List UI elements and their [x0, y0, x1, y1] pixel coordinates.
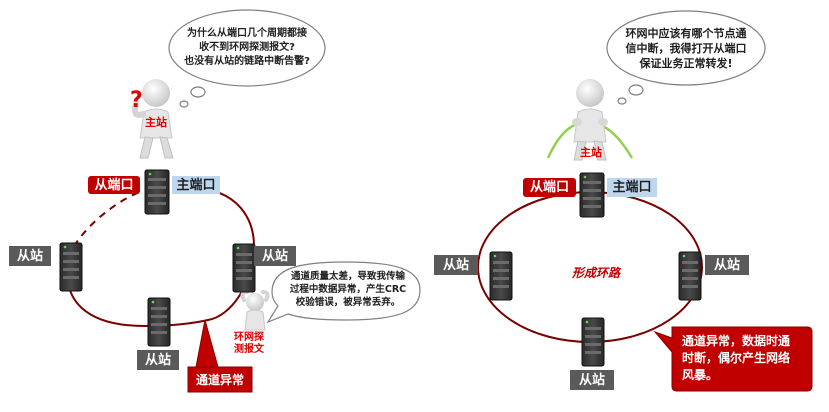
channel-anomaly-callout [187, 319, 253, 393]
left-thought-bubble [168, 9, 326, 108]
right-thought-line-3: 保证业务正常转发! [639, 57, 733, 70]
question-mark-icon: ? [130, 88, 143, 113]
left-master-label: 主站 [145, 116, 167, 129]
left-master-port-label: 主端口 [172, 176, 220, 194]
right-master-port-label: 主端口 [607, 178, 657, 197]
left-ring [66, 186, 256, 328]
storm-note-line-2: 时断，偶尔产生网络 [682, 351, 791, 365]
left-thought-text: 为什么从端口几个周期都接 收不到环网探测报文? 也没有从站的链路中断告警? [180, 27, 314, 69]
probe-packet-figure [240, 290, 270, 331]
right-slave-port-label: 从端口 [523, 178, 576, 197]
packet-speech-line-3: 校验错误，被异常丢弃。 [295, 297, 401, 308]
storm-note-line-1: 通道异常，数据时通 [682, 334, 791, 348]
right-thought-bubble [606, 10, 766, 105]
right-switch-top [579, 172, 605, 218]
right-station-bottom-label: 从站 [570, 370, 614, 390]
right-thought-line-2: 信中断，我得打开从端口 [625, 42, 747, 55]
right-switch-bottom [581, 317, 605, 367]
left-switch-bottom [147, 297, 171, 347]
left-switch-top [144, 169, 170, 215]
broken-link [67, 191, 141, 259]
packet-speech-line-1: 通道质量太差，导致我传输 [290, 271, 405, 282]
left-switch-left [59, 242, 83, 292]
left-station-right-label: 从站 [254, 246, 296, 266]
packet-speech-bubble [266, 261, 421, 324]
right-master-label: 主站 [580, 146, 602, 159]
right-master-figure [546, 79, 634, 161]
packet-speech-text: 通道质量太差，导致我传输 过程中数据异常，产生CRC 校验错误，被异常丢弃。 [282, 270, 414, 309]
packet-speech-line-2: 过程中数据异常，产生CRC [289, 284, 407, 295]
probe-packet-label: 环网探 测报文 [234, 332, 264, 356]
left-station-left-label: 从站 [9, 246, 51, 266]
left-station-bottom-label: 从站 [137, 350, 179, 370]
right-station-left-label: 从站 [434, 255, 478, 275]
right-switch-left [489, 251, 513, 301]
storm-note-callout [653, 326, 813, 392]
left-slave-port-label: 从端口 [88, 176, 140, 194]
right-station-right-label: 从站 [705, 255, 749, 275]
right-thought-text: 环网中应该有哪个节点通 信中断，我得打开从端口 保证业务正常转发! [611, 26, 761, 71]
channel-anomaly-label: 通道异常 [195, 372, 244, 387]
left-switch-right [232, 243, 256, 293]
storm-note-text: 通道异常，数据时通 时断，偶尔产生网络 风暴。 [682, 333, 810, 384]
left-thought-line-1: 为什么从端口几个周期都接 [187, 28, 307, 39]
probe-packet-label-line-1: 环网探 [234, 332, 264, 343]
loop-formed-text: 形成环路 [572, 266, 621, 280]
left-master-figure [131, 79, 174, 159]
right-switch-right [678, 251, 702, 301]
probe-packet-label-line-2: 测报文 [234, 344, 264, 355]
left-thought-line-3: 也没有从站的链路中断告警? [184, 56, 310, 67]
right-thought-line-1: 环网中应该有哪个节点通 [625, 27, 747, 40]
storm-note-line-3: 风暴。 [682, 368, 719, 382]
left-thought-line-2: 收不到环网探测报文? [199, 42, 295, 53]
